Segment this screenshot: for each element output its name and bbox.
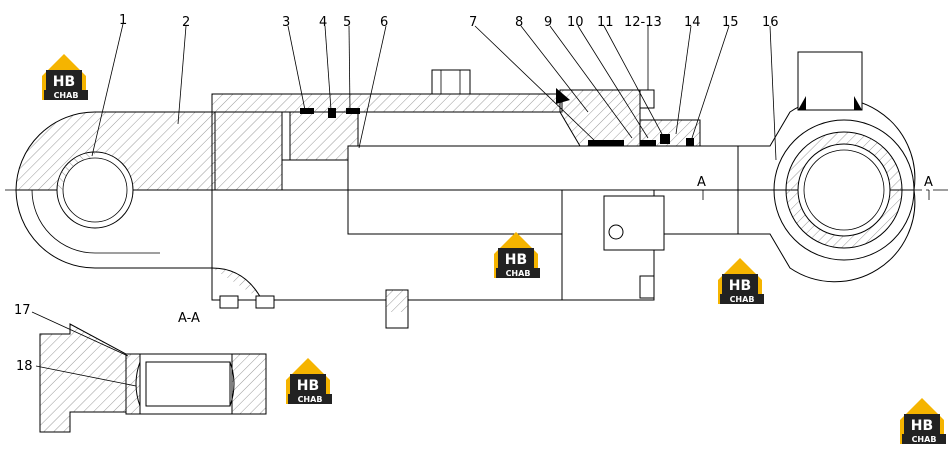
- part-label-10: 10: [567, 15, 584, 30]
- logo-letters: HB: [729, 278, 751, 294]
- part-label-5: 5: [343, 15, 351, 30]
- watermark-logo: HB CHAB: [286, 358, 332, 404]
- part-label-4: 4: [319, 15, 327, 30]
- cut-label-left: A: [697, 175, 706, 190]
- logo-letters: HB: [297, 378, 319, 394]
- logo-sub: CHAB: [912, 435, 937, 444]
- cut-markers: [702, 190, 930, 200]
- watermark-logo: HB CHAB: [900, 398, 946, 444]
- part-label-14: 14: [684, 15, 701, 30]
- part-label-1: 1: [119, 13, 127, 28]
- part-label-6: 6: [380, 15, 388, 30]
- logo-letters: HB: [911, 418, 933, 434]
- piston-rod: [347, 145, 739, 235]
- part-label-3: 3: [282, 15, 290, 30]
- logo-sub: CHAB: [298, 395, 323, 404]
- leader-lines: [31, 23, 777, 387]
- logo-letters: HB: [53, 74, 75, 90]
- part-label-8: 8: [515, 15, 523, 30]
- logo-sub: CHAB: [54, 91, 79, 100]
- cut-label-right: A: [924, 175, 933, 190]
- logo-sub: CHAB: [730, 295, 755, 304]
- part-label-2: 2: [182, 15, 190, 30]
- section-view-label: A-A: [178, 311, 200, 326]
- section-detail: [39, 323, 267, 433]
- logo-letters: HB: [505, 252, 527, 268]
- part-label-7: 7: [469, 15, 477, 30]
- part-label-17: 17: [14, 303, 31, 318]
- logo-sub: CHAB: [506, 269, 531, 278]
- rod-eye: [737, 51, 916, 283]
- cylinder-head: [556, 88, 701, 301]
- part-label-9: 9: [544, 15, 552, 30]
- watermark-logo: HB CHAB: [718, 258, 764, 304]
- part-label-16: 16: [762, 15, 779, 30]
- part-label-11: 11: [597, 15, 614, 30]
- watermark-logo: HB CHAB: [494, 232, 540, 278]
- part-label-15: 15: [722, 15, 739, 30]
- rear-clevis: [15, 111, 216, 269]
- part-label-18: 18: [16, 359, 33, 374]
- part-label-12-13: 12-13: [624, 15, 662, 30]
- part-labels: 1 2 3 4 5 6 7 8 9 10 11 12-13 14 15 16 1…: [14, 13, 779, 374]
- watermark-logo: HB CHAB: [42, 54, 88, 100]
